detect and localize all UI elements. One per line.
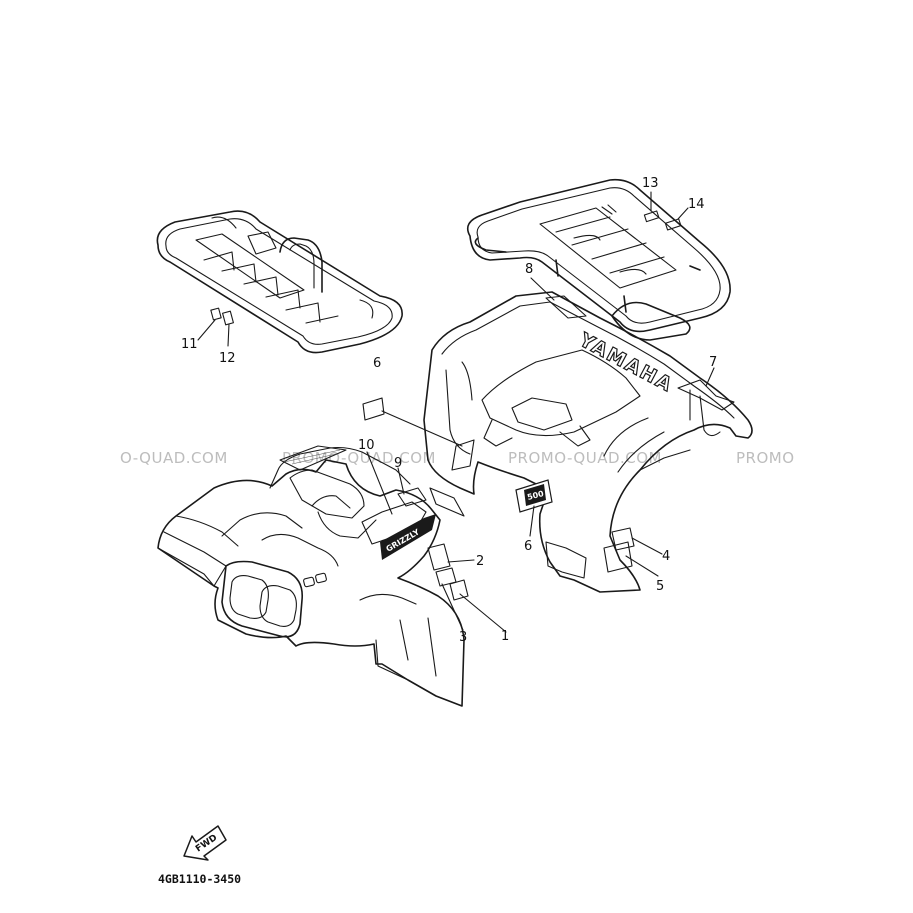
front-fender: GRIZZLY (157, 445, 469, 707)
decal-4-shape (611, 527, 635, 551)
callout-9: 9 (394, 456, 402, 471)
callout-8: 8 (525, 262, 533, 277)
callout-12: 12 (219, 351, 236, 366)
callout-11: 11 (181, 337, 198, 352)
diagram-code: 4GB1110-3450 (158, 872, 241, 886)
rear-carrier-rack (466, 178, 731, 341)
watermark-2: PROMO-QUAD.COM (282, 449, 436, 467)
decal-2-shape (427, 543, 451, 571)
decal-9-shape (397, 487, 427, 507)
decal-13-shape (643, 210, 660, 223)
decal-10-front: GRIZZLY (380, 514, 436, 560)
fwd-direction-arrow: FWD (183, 825, 227, 861)
decal-5-shape (603, 541, 633, 573)
callout-5: 5 (656, 579, 664, 594)
decal-1-shape (449, 579, 469, 601)
callout-13: 13 (642, 176, 659, 191)
decal-11-shape (210, 307, 222, 321)
callout-3: 3 (459, 630, 467, 645)
callouts: 1 2 3 4 5 6 6 7 8 9 10 11 12 13 14 (181, 176, 717, 645)
callout-2: 2 (476, 554, 484, 569)
leader-lines (366, 277, 715, 633)
callout-14: 14 (688, 197, 705, 212)
decal-7-shape (677, 379, 735, 411)
callout-7: 7 (709, 355, 717, 370)
callout-1: 1 (501, 629, 509, 644)
callout-10: 10 (358, 438, 375, 453)
decal-6-loose-shape (362, 397, 385, 421)
decal-6-500: 500 (515, 479, 553, 513)
arrow-icon (183, 825, 227, 861)
callout-6-lower: 6 (524, 539, 532, 554)
callout-4: 4 (662, 549, 670, 564)
watermark-3: PROMO-QUAD.COM (508, 449, 662, 467)
decal-12-shape (222, 310, 234, 326)
watermarks: O-QUAD.COM PROMO-QUAD.COM PROMO-QUAD.COM… (120, 449, 795, 467)
decal-8-shape (545, 295, 587, 319)
decal-14-shape (664, 218, 682, 231)
watermark-4: PROMO (736, 449, 795, 467)
rear-fender: YAMAHA 500 (362, 291, 753, 593)
callout-6-upper: 6 (373, 356, 381, 371)
front-carrier-rack (156, 210, 403, 354)
decal-500-label: 500 (526, 489, 545, 502)
watermark-1: O-QUAD.COM (120, 449, 228, 467)
